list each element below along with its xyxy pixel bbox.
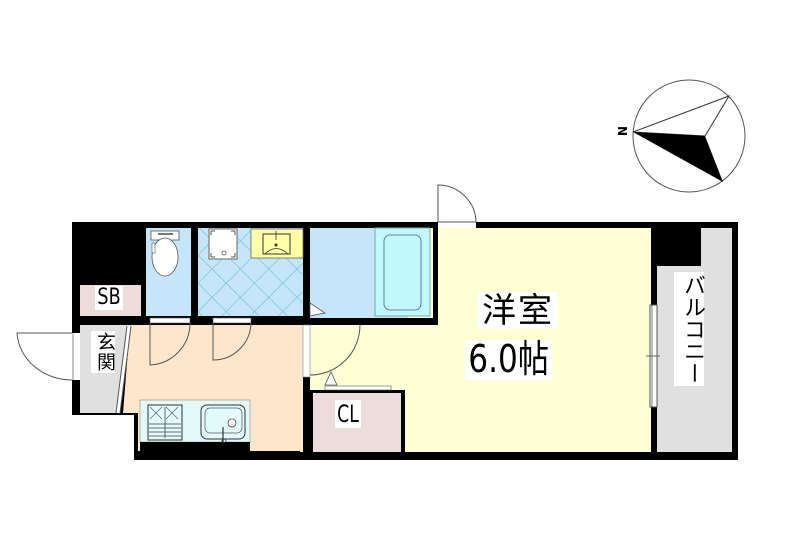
label-western-room: 洋室 xyxy=(478,292,558,328)
door-entry xyxy=(16,332,73,381)
label-room-area: 6.0帖 xyxy=(465,340,553,380)
svg-text:N: N xyxy=(615,126,629,136)
kitchen-counter xyxy=(139,399,251,451)
door-toilet xyxy=(149,322,191,366)
label-shoe-box: SB xyxy=(95,286,124,310)
door-top xyxy=(437,184,477,223)
label-closet: CL xyxy=(335,400,362,428)
vanity-sink-icon xyxy=(250,228,304,259)
washing-machine-pan-icon xyxy=(208,228,238,260)
door-room xyxy=(309,324,361,376)
label-entrance: 玄関 xyxy=(91,331,116,373)
label-balcony: バルコニー xyxy=(674,272,705,386)
kitchen-sink-icon xyxy=(200,404,246,444)
compass-icon: N xyxy=(615,79,746,193)
toilet-icon xyxy=(150,230,180,277)
door-washroom xyxy=(212,322,252,361)
bathtub-icon xyxy=(374,227,431,317)
stove-icon xyxy=(147,404,183,441)
